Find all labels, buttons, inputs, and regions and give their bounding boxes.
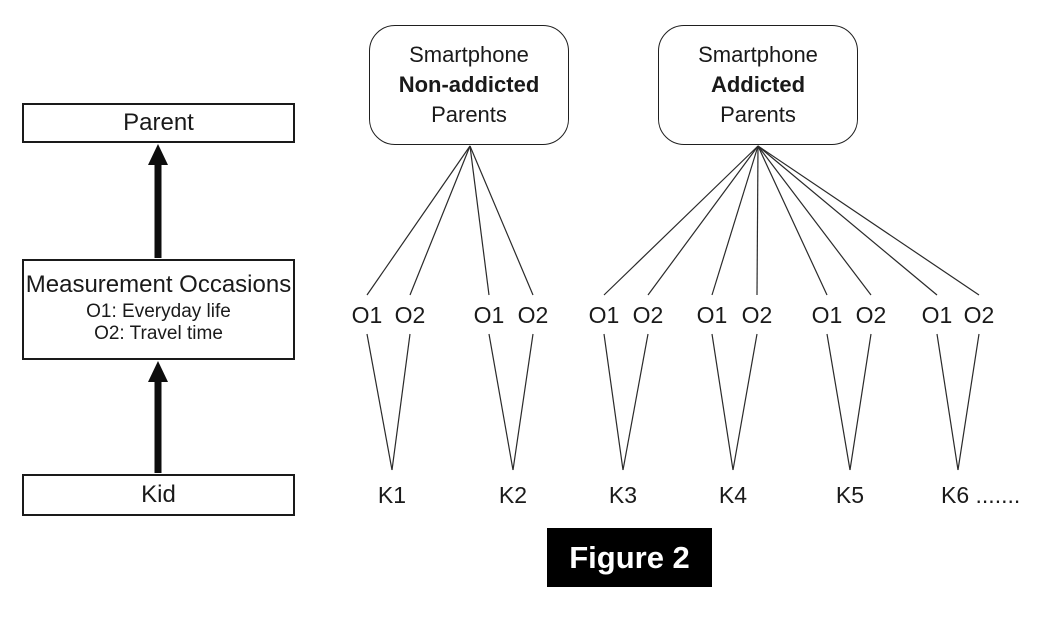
occasion-label-k3-o1: O1 [588,302,620,328]
occasion-label-k6-o2: O2 [963,302,995,328]
kid-label-k5: K5 [835,482,865,508]
occasion-label-k5-o1: O1 [811,302,843,328]
kid-label-k3: K3 [608,482,638,508]
occasion-label-k4-o2: O2 [741,302,773,328]
addicted-parents-box: Smartphone Addicted Parents [658,25,858,145]
occasion-label-k6-o1: O1 [921,302,953,328]
kid-label-k2: K2 [498,482,528,508]
flow-arrow-kid-to-occasions [148,361,168,473]
figure-caption-text: Figure 2 [569,539,690,575]
addicted-line-3: Parents [720,102,796,127]
occasion-label-k2-o2: O2 [517,302,549,328]
kid-label: Kid [141,481,176,508]
non-addicted-line-3: Parents [431,102,507,127]
occasion-to-kid-lines [366,333,980,471]
occasion-label-k1-o1: O1 [351,302,383,328]
occasion-label-k2-o1: O1 [473,302,505,328]
kid-label-k6: K6 ....... [941,482,1021,508]
measurement-occasions-title: Measurement Occasions [25,271,292,298]
occasion-label-k3-o2: O2 [632,302,664,328]
occasion-label-k1-o2: O2 [394,302,426,328]
occasion-label-k4-o1: O1 [696,302,728,328]
non-addicted-parents-box: Smartphone Non-addicted Parents [369,25,569,145]
flow-arrow-occasions-to-parent [148,144,168,258]
measurement-occasions-box: Measurement Occasions O1: Everyday life … [22,259,295,360]
kid-label-k1: K1 [377,482,407,508]
kid-box: Kid [22,474,295,516]
fan-lines-non-addicted [366,145,534,296]
parent-label: Parent [123,109,194,136]
addicted-line-1: Smartphone [698,42,818,67]
non-addicted-line-1: Smartphone [409,42,529,67]
fan-lines-addicted [603,145,980,296]
non-addicted-line-2: Non-addicted [398,72,540,97]
figure-caption: Figure 2 [547,528,712,587]
occasion-item-2: O2: Travel time [94,323,223,344]
parent-box: Parent [22,103,295,143]
kid-label-k4: K4 [718,482,748,508]
addicted-line-2: Addicted [710,72,806,97]
occasion-label-k5-o2: O2 [855,302,887,328]
occasion-item-1: O1: Everyday life [86,301,231,322]
